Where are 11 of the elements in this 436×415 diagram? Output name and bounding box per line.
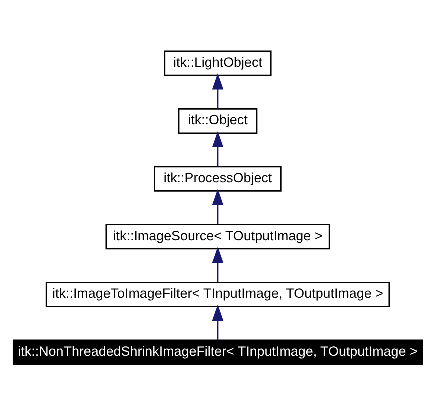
node-box: itk::ImageSource< TOutputImage >: [106, 224, 330, 250]
node-box: itk::ProcessObject: [154, 166, 282, 192]
arrow: [212, 130, 224, 166]
node-box: itk::Object: [178, 108, 258, 134]
arrow: [212, 304, 224, 340]
arrow: [212, 246, 224, 282]
node-box: itk::ImageToImageFilter< TInputImage, TOutputImage >: [46, 281, 390, 307]
node-box: itk::LightObject: [164, 50, 272, 76]
node-box: itk::NonThreadedShrinkImageFilter< TInputImage, TOutputImage >: [12, 339, 424, 365]
arrow: [212, 73, 224, 108]
arrow: [212, 188, 224, 224]
